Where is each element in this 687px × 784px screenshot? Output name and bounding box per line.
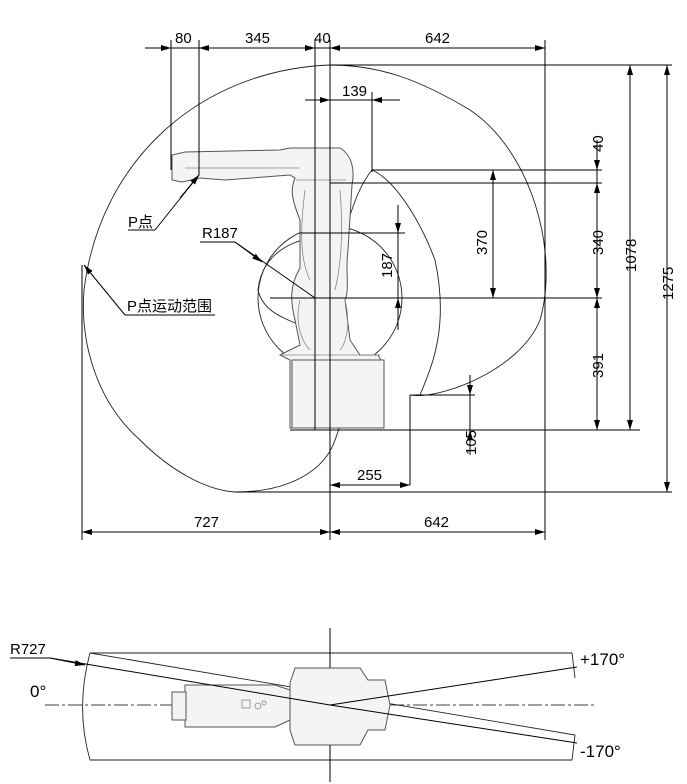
top-view-envelope: [82, 652, 576, 761]
robot-top-silhouette: [171, 667, 391, 746]
label-p-range: P点运动范围: [127, 298, 212, 315]
label-p-point: P点: [128, 214, 153, 231]
label-r187: R187: [202, 225, 238, 242]
dim-1078: 1078: [623, 239, 640, 272]
robot-side-silhouette: [171, 147, 385, 429]
label-plus-170: +170°: [580, 650, 625, 669]
dim-642-top: 642: [425, 30, 450, 47]
dim-187: 187: [379, 253, 396, 278]
dim-40-top: 40: [314, 30, 331, 47]
work-envelope: [82, 64, 547, 493]
dim-727-bottom: 727: [194, 514, 219, 531]
label-r727: R727: [10, 641, 46, 658]
dim-105: 105: [463, 430, 480, 455]
top-view: R727 0° +170° -170°: [10, 628, 625, 782]
dim-642-bottom: 642: [424, 514, 449, 531]
dim-345: 345: [245, 30, 270, 47]
dim-340: 340: [590, 230, 607, 255]
label-zero-degree: 0°: [30, 682, 46, 701]
dim-139: 139: [342, 83, 367, 100]
label-minus-170: -170°: [580, 742, 621, 761]
dim-255: 255: [357, 467, 382, 484]
dim-370: 370: [474, 230, 491, 255]
dim-40-right: 40: [590, 135, 607, 152]
side-view: 80 345 40 642 139 40 340 391 1078 1275 3…: [81, 30, 677, 540]
dim-391: 391: [590, 353, 607, 378]
dim-80: 80: [175, 30, 192, 47]
dim-1275: 1275: [660, 267, 677, 300]
